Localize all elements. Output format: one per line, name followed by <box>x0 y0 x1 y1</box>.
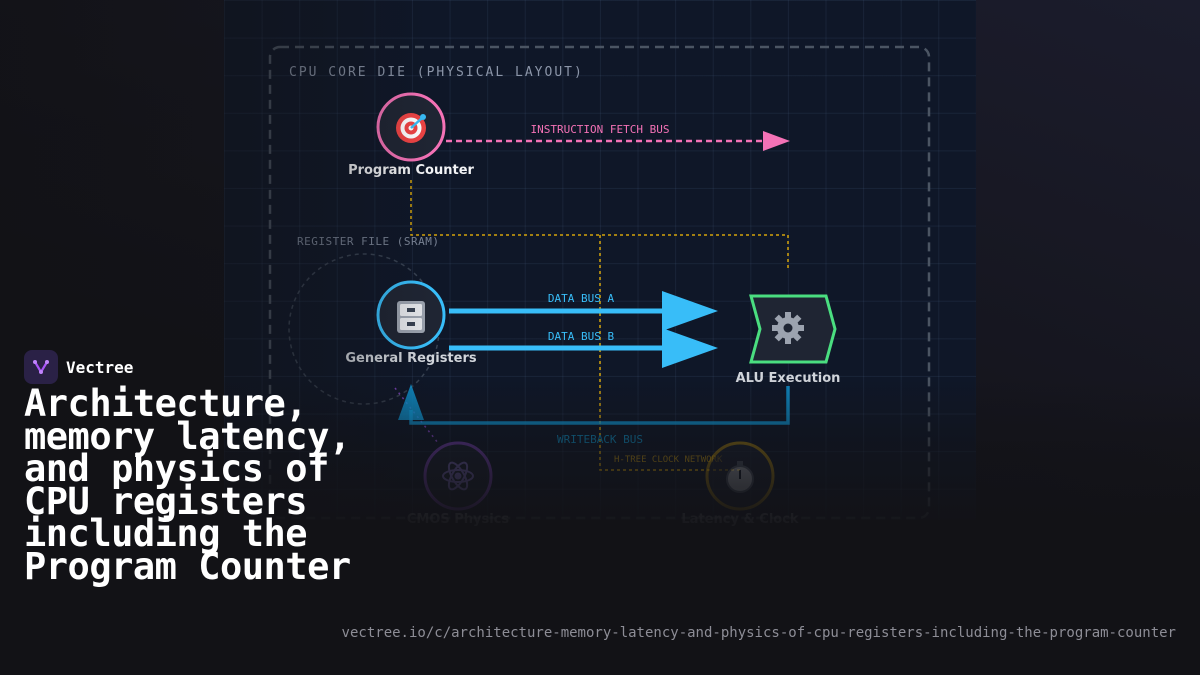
data-bus-a-label: DATA BUS A <box>548 292 615 305</box>
program-counter-node: Program Counter <box>348 92 475 178</box>
file-cabinet-icon <box>397 301 425 333</box>
page-title: Architecture, memory latency, and physic… <box>24 382 351 588</box>
data-bus-b-arrowhead <box>662 328 718 368</box>
latency-label: Latency & Clock <box>681 512 799 527</box>
general-registers-node: General Registers <box>345 280 477 366</box>
general-registers-label: General Registers <box>345 351 476 366</box>
cmos-node: CMOS Physics <box>407 441 510 527</box>
page-url: vectree.io/c/architecture-memory-latency… <box>341 625 1176 641</box>
clock-bus-label: H-TREE CLOCK NETWORK <box>614 455 723 465</box>
data-bus-a-arrowhead <box>662 291 718 331</box>
fetch-arrowhead <box>763 131 790 151</box>
fetch-bus-label: INSTRUCTION FETCH BUS <box>530 123 669 136</box>
die-title: CPU CORE DIE (PHYSICAL LAYOUT) <box>289 65 584 80</box>
target-icon <box>396 113 426 143</box>
program-counter-label: Program Counter <box>348 163 474 178</box>
writeback-arrowhead <box>398 384 424 420</box>
brand-name: Vectree <box>66 357 134 377</box>
alu-node: ALU Execution <box>736 294 841 386</box>
clock-network <box>410 180 789 471</box>
cmos-label: CMOS Physics <box>407 512 510 527</box>
data-bus-b-label: DATA BUS B <box>548 330 615 343</box>
gear-icon <box>772 312 804 344</box>
writeback-bus-label: WRITEBACK BUS <box>557 433 643 446</box>
vectree-logo-icon <box>24 350 58 384</box>
register-file-label: REGISTER FILE (SRAM) <box>297 235 439 248</box>
alu-label: ALU Execution <box>736 371 841 386</box>
brand: Vectree <box>24 350 133 384</box>
